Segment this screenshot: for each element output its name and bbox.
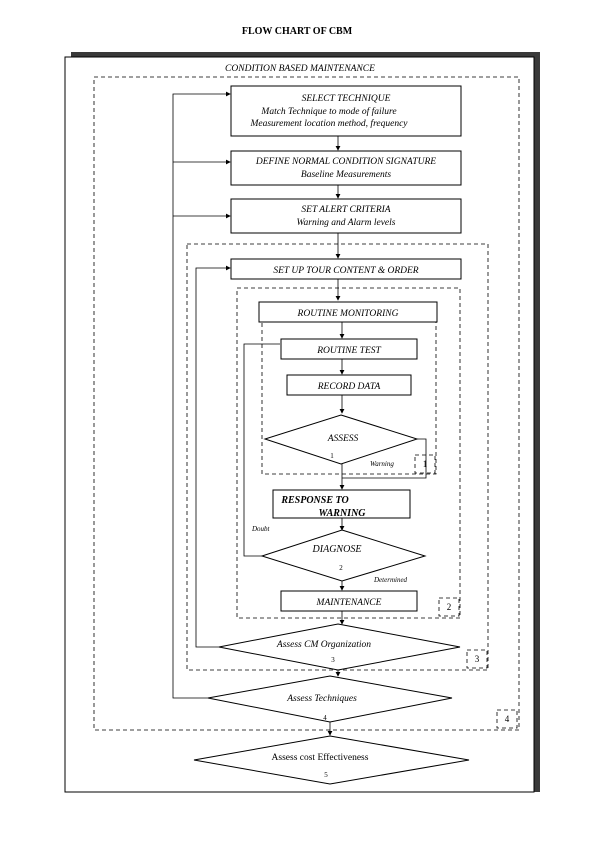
svg-text:RECORD DATA: RECORD DATA — [317, 382, 381, 392]
step-select-technique: SELECT TECHNIQUE Match Technique to mode… — [230, 85, 462, 137]
svg-text:ASSESS: ASSESS — [327, 434, 359, 444]
decision-assess: ASSESS 1 — [263, 414, 419, 465]
step-response-to-warning: RESPONSE TO WARNING — [272, 489, 411, 519]
svg-text:RESPONSE TO: RESPONSE TO — [280, 495, 348, 506]
svg-text:Assess Techniques: Assess Techniques — [286, 694, 357, 704]
loop-2-boundary — [236, 287, 461, 619]
svg-text:1: 1 — [423, 459, 428, 469]
svg-text:DEFINE NORMAL CONDITION SIGNAT: DEFINE NORMAL CONDITION SIGNATURE — [255, 157, 436, 167]
svg-text:Match Technique to mode of fai: Match Technique to mode of failure — [260, 106, 396, 117]
svg-text:Baseline Measurements: Baseline Measurements — [301, 170, 391, 180]
svg-text:MAINTENANCE: MAINTENANCE — [316, 598, 382, 608]
svg-text:DIAGNOSE: DIAGNOSE — [312, 544, 362, 555]
svg-text:1: 1 — [330, 452, 334, 460]
edge-label-warning: Warning — [370, 460, 394, 468]
svg-text:5: 5 — [324, 771, 328, 779]
svg-text:SELECT TECHNIQUE: SELECT TECHNIQUE — [302, 94, 391, 104]
step-setup-tour: SET UP TOUR CONTENT & ORDER — [230, 258, 462, 280]
svg-text:SET UP TOUR CONTENT & ORDER: SET UP TOUR CONTENT & ORDER — [273, 266, 418, 276]
edge-label-determined: Determined — [373, 576, 408, 584]
svg-text:4: 4 — [323, 714, 327, 722]
feedback-line-cm — [195, 265, 231, 648]
loop-tag-2: 2 — [438, 597, 460, 617]
decision-assess-cost-effectiveness: Assess cost Effectiveness 5 — [193, 735, 470, 785]
page-title: FLOW CHART OF CBM — [242, 26, 353, 37]
feedback-line-doubt — [243, 343, 280, 557]
svg-text:SET ALERT CRITERIA: SET ALERT CRITERIA — [301, 205, 390, 215]
svg-text:3: 3 — [475, 654, 480, 664]
svg-text:WARNING: WARNING — [318, 508, 366, 519]
svg-text:Measurement location method, f: Measurement location method, frequency — [249, 118, 408, 129]
step-routine-monitoring: ROUTINE MONITORING — [258, 301, 438, 323]
step-set-alert: SET ALERT CRITERIA Warning and Alarm lev… — [230, 198, 462, 234]
loop-tag-1: 1 — [414, 454, 436, 474]
svg-text:Warning and Alarm levels: Warning and Alarm levels — [297, 218, 396, 228]
loop-4-boundary — [93, 76, 520, 731]
svg-text:ROUTINE TEST: ROUTINE TEST — [316, 346, 381, 356]
feedback-line-techniques — [172, 91, 231, 699]
step-routine-test: ROUTINE TEST — [280, 338, 418, 360]
svg-text:2: 2 — [447, 602, 452, 612]
svg-text:ROUTINE MONITORING: ROUTINE MONITORING — [297, 309, 399, 319]
svg-text:3: 3 — [331, 656, 335, 664]
svg-text:2: 2 — [339, 564, 343, 572]
step-define-normal: DEFINE NORMAL CONDITION SIGNATURE Baseli… — [230, 150, 462, 186]
svg-text:Assess cost Effectiveness: Assess cost Effectiveness — [272, 752, 369, 763]
edge-label-doubt: Doubt — [251, 525, 271, 533]
svg-text:Assess CM Organization: Assess CM Organization — [276, 640, 371, 650]
svg-text:4: 4 — [505, 714, 510, 724]
loop-tag-4: 4 — [496, 709, 518, 729]
step-maintenance: MAINTENANCE — [280, 590, 418, 612]
step-record-data: RECORD DATA — [286, 374, 412, 396]
loop-tag-3: 3 — [466, 649, 488, 669]
feedback-line-warning — [342, 438, 427, 479]
outer-frame-label: CONDITION BASED MAINTENANCE — [225, 64, 375, 74]
